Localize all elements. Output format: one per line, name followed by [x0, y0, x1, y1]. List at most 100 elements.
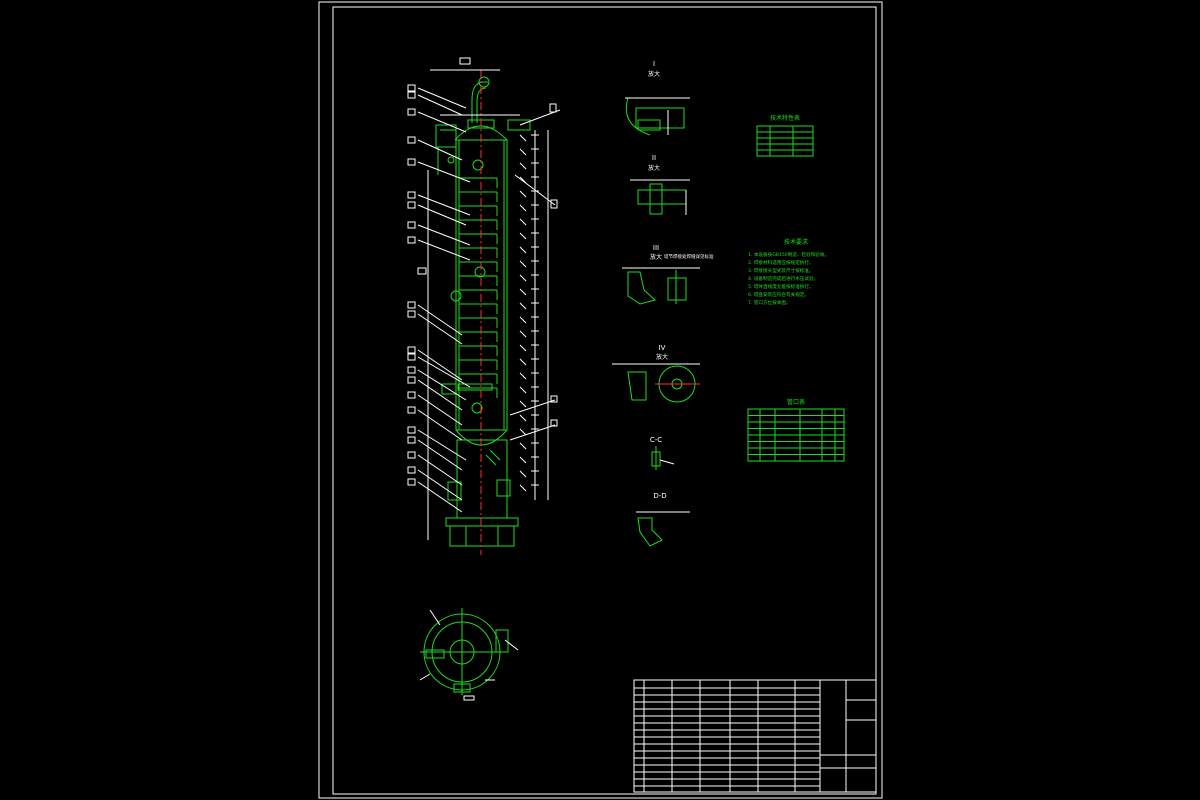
- section-cc-label: C-C: [650, 436, 662, 444]
- detail-view-4: IV 放大: [612, 344, 700, 403]
- tech-table-title: 技术特性表: [770, 114, 800, 122]
- dimension-mark: [519, 386, 527, 394]
- dimension-mark: [519, 330, 527, 338]
- leader-tag: [407, 478, 416, 486]
- leader-line: [417, 304, 463, 336]
- tray-group: [459, 177, 498, 398]
- dimension-mark: [519, 414, 527, 422]
- leader-tag: [407, 451, 416, 459]
- dimension-mark: [519, 232, 527, 240]
- dimension-mark: [519, 456, 527, 464]
- leader-line: [417, 481, 463, 513]
- dimension-mark: [519, 428, 527, 436]
- title-block: [633, 679, 877, 793]
- left-callouts: [407, 84, 471, 540]
- dimension-mark: [519, 260, 527, 268]
- tech-req-line: 7. 管口方位按本图。: [748, 299, 791, 306]
- leader-tag: [407, 376, 416, 384]
- dimension-mark: [519, 372, 527, 380]
- leader-tag: [407, 310, 416, 318]
- leader-tag: [407, 91, 416, 99]
- dimension-mark: [519, 204, 527, 212]
- leader-tag: [407, 108, 416, 116]
- dimension-mark: [519, 442, 527, 450]
- detail-1-label: I: [653, 60, 655, 68]
- leader-line: [417, 469, 463, 501]
- leader-line: [417, 87, 467, 109]
- detail-2-label: II: [652, 154, 656, 162]
- leader-line: [417, 204, 467, 226]
- right-dimensions: [430, 57, 561, 500]
- leader-line: [417, 111, 467, 133]
- detail-3-label: III: [653, 244, 659, 252]
- dimension-mark: [519, 218, 527, 226]
- tech-req-line: 2. 焊接材料选用应按规定执行。: [748, 259, 814, 266]
- leader-tag: [407, 353, 416, 361]
- column-elevation: [435, 70, 531, 555]
- leader-line: [417, 409, 463, 441]
- inner-frame: [332, 6, 877, 795]
- leader-line: [417, 429, 467, 461]
- detail-4-scale: 放大: [656, 353, 668, 361]
- section-dd: D-D: [636, 492, 690, 547]
- dimension-mark: [519, 288, 527, 296]
- leader-line: [417, 356, 471, 388]
- dimension-mark: [519, 190, 527, 198]
- leader-tag: [407, 391, 416, 399]
- dimension-mark: [519, 400, 527, 408]
- leader-tag: [407, 158, 416, 166]
- plan-view: [419, 608, 519, 701]
- leader-tag: [407, 466, 416, 474]
- tech-req-line: 1. 本设备按GB150制造、检验和验收。: [748, 251, 829, 258]
- tech-req-line: 5. 塔体直线度允差按标准执行。: [748, 283, 814, 290]
- leader-line: [417, 349, 463, 381]
- leader-line: [417, 394, 463, 426]
- dimension-mark: [519, 274, 527, 282]
- leader-tag: [407, 366, 416, 374]
- leader-line: [417, 139, 463, 161]
- tech-req-line: 4. 设备制造完成后进行水压试验。: [748, 275, 818, 282]
- leader-tag: [407, 301, 416, 309]
- top-head: [454, 125, 508, 141]
- leader-tag: [407, 84, 416, 92]
- detail-3-scale: 放大: [650, 253, 662, 261]
- nozzle-table-title: 管口表: [787, 398, 805, 406]
- leader-line: [417, 94, 463, 116]
- tech-req-line: 3. 焊接接头型式及尺寸按标准。: [748, 267, 814, 274]
- leader-line: [417, 194, 471, 216]
- dimension-mark: [519, 358, 527, 366]
- dimension-mark: [519, 246, 527, 254]
- leader-tag: [407, 406, 416, 414]
- leader-line: [417, 439, 463, 471]
- detail-view-2: II 放大: [630, 154, 690, 215]
- leader-tag: [407, 236, 416, 244]
- nozzle-tag: [417, 267, 427, 275]
- leader-tag: [407, 221, 416, 229]
- dimension-mark: [519, 134, 527, 142]
- base-ring: [445, 517, 519, 527]
- leader-line: [417, 239, 471, 261]
- detail-4-label: IV: [659, 344, 666, 352]
- detail-2-scale: 放大: [648, 164, 660, 172]
- dimension-mark: [519, 148, 527, 156]
- leader-line: [417, 161, 471, 183]
- dimension-mark: [519, 302, 527, 310]
- leader-line: [417, 379, 463, 411]
- dimension-mark: [519, 162, 527, 170]
- section-cc: C-C: [650, 436, 675, 470]
- tech-req-line: 6. 塔盘安装应符合有关规定。: [748, 291, 809, 298]
- leader-line: [417, 224, 471, 246]
- section-dd-label: D-D: [653, 492, 666, 500]
- leader-tag: [407, 346, 416, 354]
- skirt: [456, 439, 508, 519]
- leader-tag: [407, 191, 416, 199]
- detail-view-3: III 放大 塔节焊接处焊缝详见标准: [622, 244, 714, 305]
- technical-requirements: 技术要求 1. 本设备按GB150制造、检验和验收。2. 焊接材料选用应按规定执…: [748, 238, 829, 306]
- detail-3-note: 塔节焊接处焊缝详见标准: [664, 253, 714, 260]
- top-vapor-pipe: [471, 81, 488, 123]
- detail-view-1: I 放大: [625, 60, 690, 136]
- leader-line: [417, 369, 467, 401]
- dimension-mark: [519, 344, 527, 352]
